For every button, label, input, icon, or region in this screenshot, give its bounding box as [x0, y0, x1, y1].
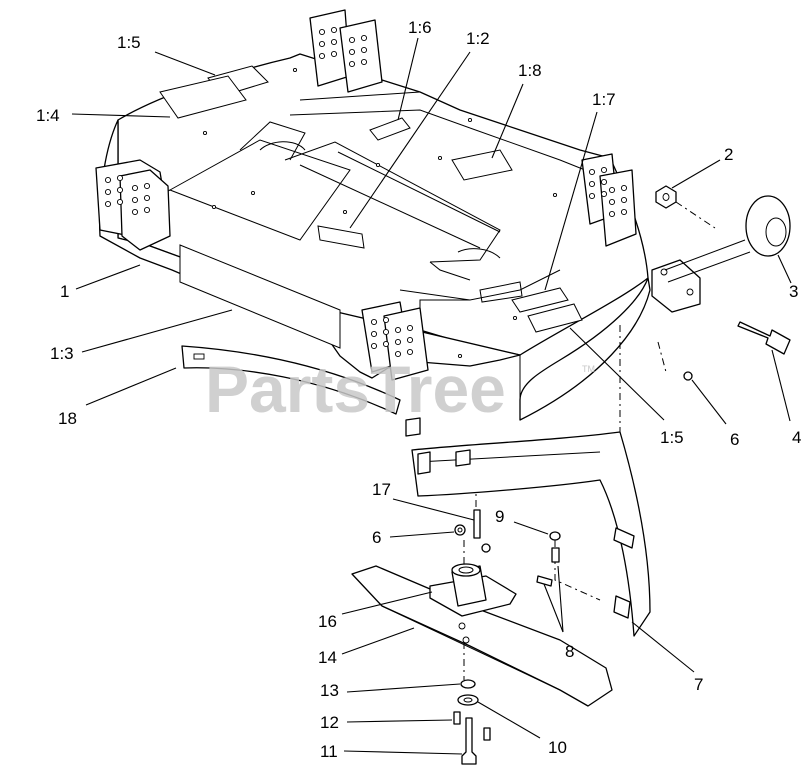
shield-18 [181, 345, 401, 415]
callout-12: 12 [320, 713, 339, 732]
callout-1-8: 1:8 [518, 61, 542, 80]
callout-10: 10 [548, 738, 567, 757]
decal-1-5-lower [527, 303, 583, 333]
roller [745, 195, 791, 257]
callout-3: 3 [789, 282, 798, 301]
roller-assembly [651, 185, 791, 381]
callout-8: 8 [565, 642, 574, 661]
washer-9 [549, 531, 561, 541]
bolt-12 [453, 711, 461, 725]
decal-1-8 [451, 149, 513, 181]
washer-13 [460, 679, 476, 689]
bolt-8 [536, 575, 553, 587]
callout-2: 2 [724, 145, 733, 164]
watermark-trademark: TM [582, 364, 595, 374]
callout-9: 9 [495, 507, 504, 526]
bolt-11 [461, 717, 477, 765]
spindle-blade-assembly [351, 509, 613, 765]
washer-10 [457, 694, 479, 706]
callout-labels: 1:5 1:4 1:6 1:2 1:8 1:7 2 1 3 1:3 18 1:5… [36, 18, 801, 761]
callout-1: 1 [60, 282, 69, 301]
callout-4: 4 [792, 428, 801, 447]
stud-17 [473, 509, 481, 539]
callout-6-lower: 6 [372, 528, 381, 547]
callout-6-upper: 6 [730, 430, 739, 449]
bolt-4 [737, 321, 791, 355]
callout-14: 14 [318, 648, 337, 667]
nut-6-lower [454, 524, 466, 536]
deck-housing [99, 53, 651, 421]
callout-1-4: 1:4 [36, 106, 60, 125]
callout-17: 17 [372, 480, 391, 499]
callout-13: 13 [320, 681, 339, 700]
callout-16: 16 [318, 612, 337, 631]
callout-1-5-lower: 1:5 [660, 428, 684, 447]
decal-1-2 [317, 225, 365, 249]
decal-1-7 [511, 287, 569, 313]
callout-1-6: 1:6 [408, 18, 432, 37]
callout-1-7: 1:7 [592, 90, 616, 109]
callout-1-2: 1:2 [466, 29, 490, 48]
baffle-7 [405, 417, 651, 637]
leader-lines [71, 37, 792, 755]
callout-11: 11 [320, 742, 338, 761]
watermark: PartsTree TM [205, 352, 595, 426]
callout-1-3: 1:3 [50, 344, 74, 363]
deck-brackets [95, 9, 637, 381]
callout-7: 7 [694, 675, 703, 694]
nut-6-upper [683, 371, 693, 381]
callout-18: 18 [58, 409, 77, 428]
callout-1-5-upper: 1:5 [117, 33, 141, 52]
decal-1-6 [369, 117, 411, 141]
watermark-text: PartsTree [205, 352, 506, 426]
decal-1-4 [159, 75, 247, 119]
deck-decals [159, 65, 583, 333]
